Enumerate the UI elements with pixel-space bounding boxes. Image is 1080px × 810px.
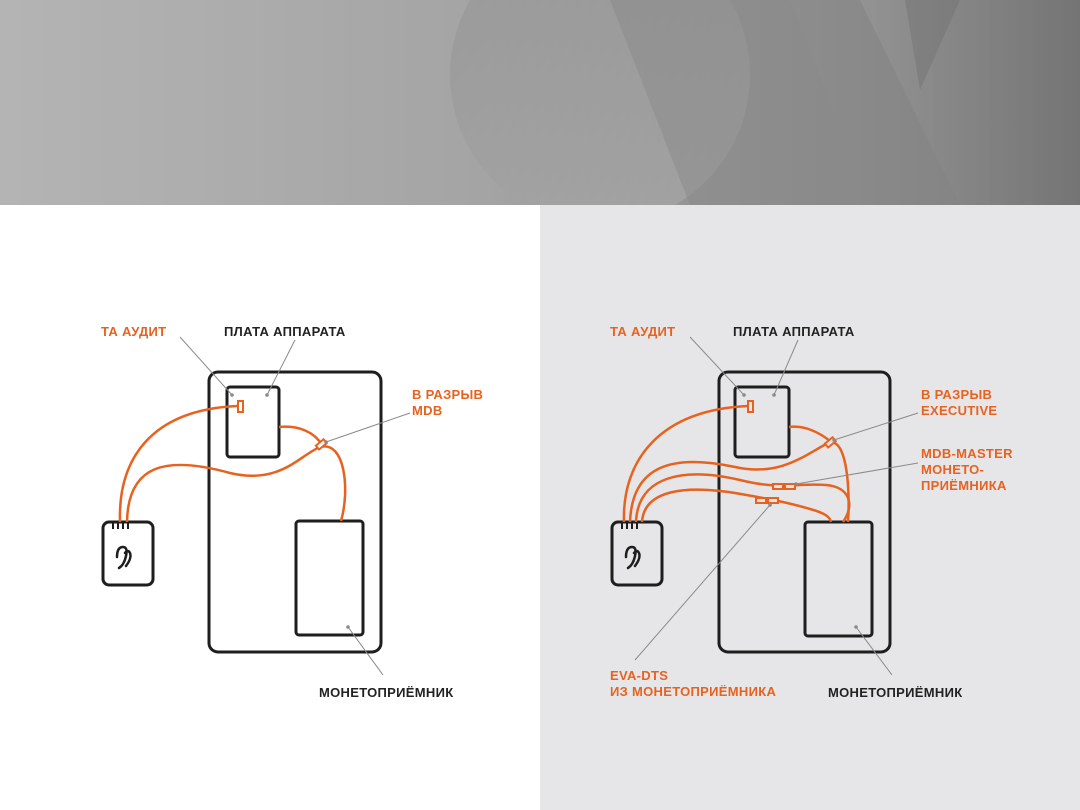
wire-mdb [125, 445, 347, 523]
break-label-line2: MDB [412, 403, 443, 418]
wire-audit [118, 404, 238, 523]
mdb-master-connector-right [784, 483, 796, 490]
eva-dts-label-line1: EVA-DTS [610, 668, 669, 683]
left-diagram [101, 336, 411, 676]
coin-acceptor-box [294, 519, 365, 637]
audit-connector [237, 400, 244, 413]
board-box [225, 385, 281, 459]
vending-machine-outline [207, 370, 383, 654]
break-label-line1: В РАЗРЫВ [412, 387, 484, 402]
mdb-master-label-line1: MDB-MASTER [921, 446, 1013, 461]
vending-machine-outline [717, 370, 892, 654]
wire-eva-dts [640, 488, 833, 523]
break-label-line2: EXECUTIVE [921, 403, 998, 418]
audit-label: ТА АУДИТ [610, 324, 676, 339]
wire-mdb-master [634, 473, 851, 523]
mdb-master-connector-left [772, 483, 784, 490]
wire-board-to-break [788, 425, 831, 442]
wire-audit [622, 404, 749, 523]
eva-dts-connector-left [755, 497, 767, 504]
audit-device-logo-icon [624, 545, 641, 570]
banner-shapes [450, 0, 1080, 205]
wire-executive [628, 441, 850, 523]
audit-device-logo-icon [115, 545, 132, 570]
board-label: ПЛАТА АППАРАТА [733, 324, 855, 339]
board-label: ПЛАТА АППАРАТА [224, 324, 346, 339]
right-diagram [610, 336, 919, 676]
coin-acceptor-box [803, 520, 874, 638]
audit-label: ТА АУДИТ [101, 324, 167, 339]
board-box [733, 385, 791, 459]
audit-device [101, 520, 155, 587]
audit-connector [747, 400, 754, 413]
eva-dts-label-line2: ИЗ МОНЕТОПРИЁМНИКА [610, 684, 777, 699]
right-panel: ТА АУДИТ ПЛАТА АППАРАТА В РАЗРЫВ EXECUTI… [540, 205, 1080, 810]
wire-board-to-break [278, 425, 324, 446]
coin-acceptor-label: МОНЕТОПРИЁМНИК [828, 685, 963, 700]
break-label-line1: В РАЗРЫВ [921, 387, 993, 402]
mdb-master-label-line3: ПРИЁМНИКА [921, 478, 1007, 493]
left-panel: ТА АУДИТ ПЛАТА АППАРАТА В РАЗРЫВ MDB МОН… [0, 205, 540, 810]
eva-dts-connector-right [767, 497, 779, 504]
device-pins [112, 522, 129, 529]
device-pins [621, 522, 638, 529]
header-banner [0, 0, 1080, 205]
audit-device [610, 520, 664, 587]
coin-acceptor-label: МОНЕТОПРИЁМНИК [319, 685, 454, 700]
mdb-master-label-line2: МОНЕТО- [921, 462, 985, 477]
